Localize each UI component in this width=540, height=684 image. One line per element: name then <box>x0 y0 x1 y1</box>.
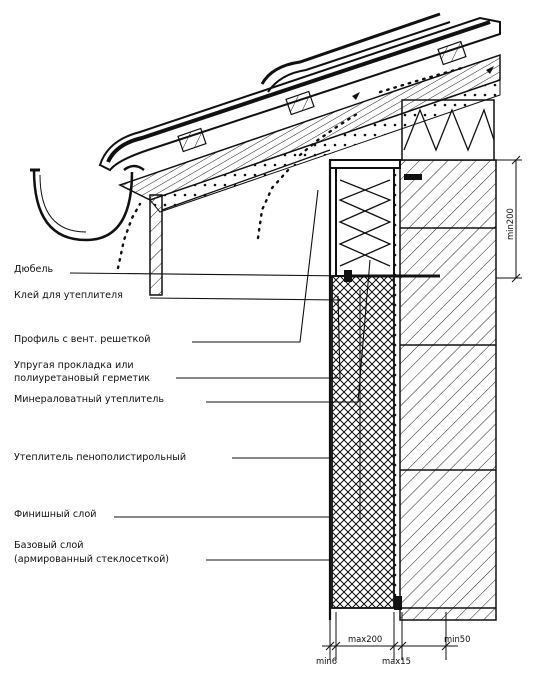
label-base-layer-line2: (армированный стеклосеткой) <box>14 554 169 565</box>
label-gasket-line1: Упругая прокладка или <box>14 360 134 371</box>
dim-band-height: min200 <box>505 208 515 240</box>
dim-gap-left: min6 <box>316 656 337 666</box>
gutter <box>30 164 145 242</box>
label-gasket-line2: полиуретановый герметик <box>14 373 150 384</box>
roof-assembly <box>98 12 501 296</box>
dimensions: min200 max200 min50 min6 max15 <box>316 155 522 666</box>
label-mineral-wool: Минераловатный утеплитель <box>14 394 164 405</box>
labels: Дюбель Клей для утеплителя Профиль с вен… <box>14 264 186 565</box>
label-dowel: Дюбель <box>14 264 54 275</box>
facade-system <box>328 159 440 620</box>
label-base-layer-line1: Базовый слой <box>14 540 83 551</box>
label-insulation-glue: Клей для утеплителя <box>14 290 123 301</box>
dim-gap-right: max15 <box>382 656 411 666</box>
masonry-wall <box>399 159 497 621</box>
dim-insulation-width: max200 <box>348 634 382 644</box>
label-vent-profile: Профиль с вент. решеткой <box>14 334 150 345</box>
label-finish-layer: Финишный слой <box>14 509 96 520</box>
label-eps-insulation: Утеплитель пенополистирольный <box>14 452 186 463</box>
dim-wall-overlap: min50 <box>444 634 470 644</box>
leader-lines <box>69 189 371 561</box>
